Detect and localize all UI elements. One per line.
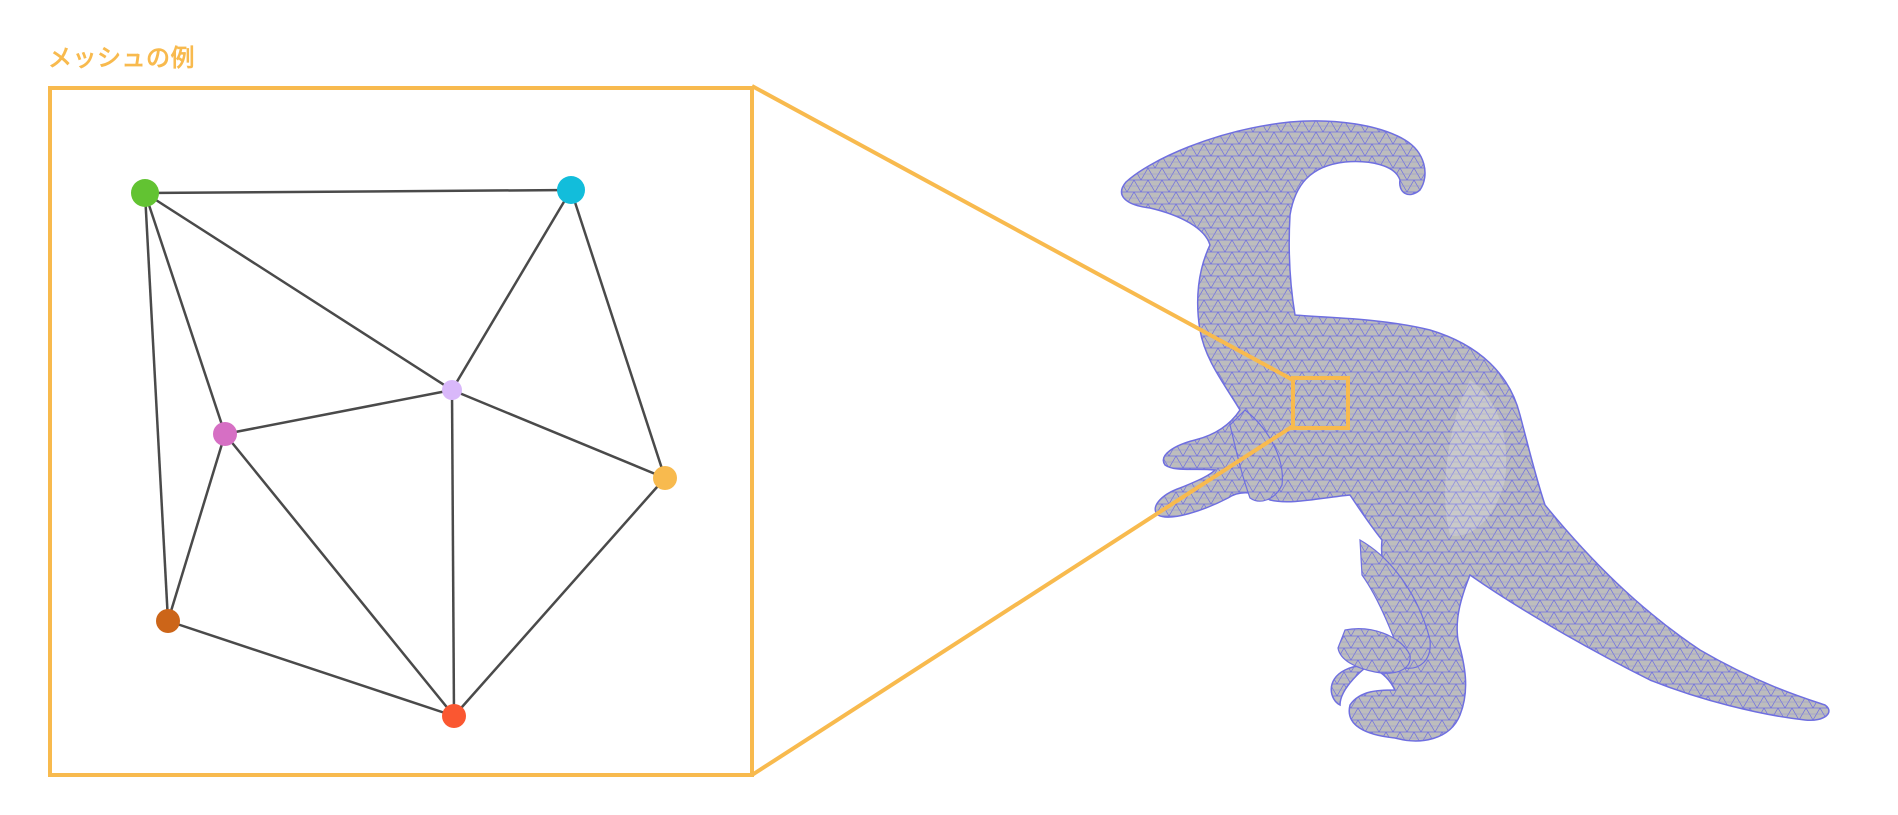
mesh-node-n7 (442, 704, 466, 728)
dinosaur-leg (1359, 538, 1431, 669)
dinosaur-arm (1229, 409, 1283, 502)
mesh-edge-n2-n5 (569, 189, 667, 479)
mesh-nodes (131, 176, 677, 728)
diagram-title: メッシュの例 (48, 44, 195, 72)
zoom-connector-bottom (750, 424, 1295, 777)
mesh-edge-n3-n4 (224, 388, 453, 436)
mesh-node-n4 (213, 422, 237, 446)
mesh-edge-n1-n2 (144, 188, 572, 195)
mesh-inset-frame (48, 86, 754, 777)
mesh-node-n1 (131, 179, 159, 207)
dinosaur-body (1120, 120, 1830, 742)
mesh-edge-n3-n5 (451, 388, 666, 480)
zoom-connector-top (751, 84, 1294, 382)
mesh-node-n3 (442, 380, 462, 400)
mesh-edge-n3-n7 (450, 389, 456, 717)
dinosaur-mesh-illustration (1120, 120, 1830, 742)
mesh-edge-n5-n7 (453, 477, 666, 717)
mesh-edge-n4-n7 (224, 433, 455, 717)
mesh-node-n2 (557, 176, 585, 204)
zoom-region-marker (1291, 376, 1350, 430)
mesh-edge-n1-n3 (144, 191, 453, 392)
mesh-edge-n2-n3 (450, 189, 573, 391)
dinosaur-belly-highlight (1445, 380, 1507, 536)
mesh-edge-n4-n6 (166, 433, 227, 622)
mesh-edges (143, 188, 667, 718)
mesh-edge-n6-n7 (167, 619, 455, 718)
mesh-node-n5 (653, 466, 677, 490)
mesh-edge-n1-n6 (143, 192, 170, 622)
dinosaur-front-foot (1337, 628, 1411, 674)
mesh-node-n6 (156, 609, 180, 633)
mesh-edge-n1-n4 (143, 192, 227, 435)
